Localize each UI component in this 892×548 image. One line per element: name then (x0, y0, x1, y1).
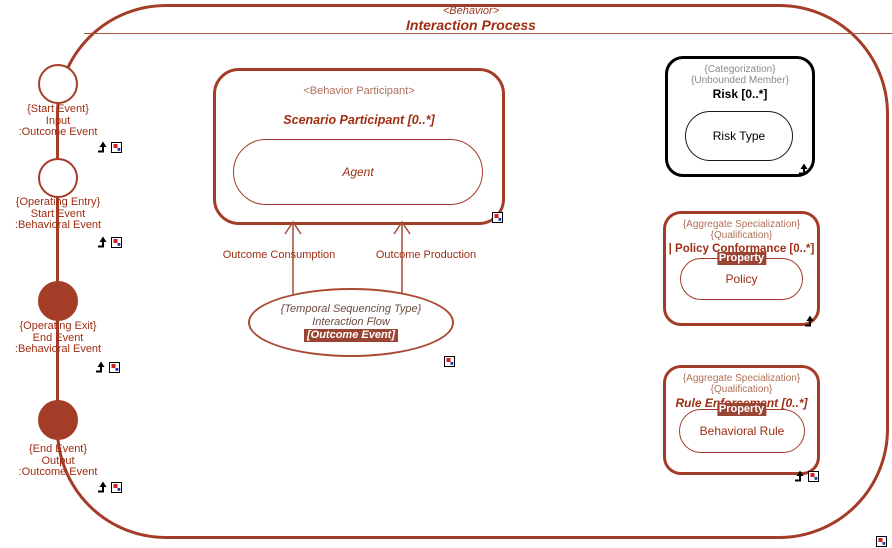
risk-stereotype-2: {Unbounded Member} (691, 75, 789, 86)
event-label-operating-exit: {Operating Exit} End Event :Behavioral E… (14, 320, 102, 355)
event-circle-end-output[interactable] (38, 400, 78, 440)
properties-badge-icon[interactable] (109, 361, 120, 373)
properties-badge-icon[interactable] (876, 536, 887, 547)
redefines-arrow-icon[interactable] (804, 315, 816, 327)
participant-title: Scenario Participant [0..*] (283, 113, 435, 127)
flow-event-tag: [Outcome Event] (303, 329, 398, 342)
policy-label: Policy (725, 272, 758, 286)
flow-connectors[interactable] (280, 221, 420, 299)
risk-type-label: Risk Type (712, 129, 766, 143)
outcome-production-label: Outcome Production (375, 249, 477, 261)
properties-badge-icon[interactable] (492, 212, 503, 223)
interaction-flow-ellipse[interactable]: {Temporal Sequencing Type} Interaction F… (248, 288, 454, 357)
event-4-decorations (97, 481, 122, 493)
page-title: Interaction Process (406, 17, 536, 33)
event-circle-operating-exit[interactable] (38, 281, 78, 321)
risk-type-node[interactable]: Risk Type (685, 111, 793, 161)
properties-badge-icon[interactable] (111, 141, 122, 153)
redefines-arrow-icon[interactable] (95, 361, 107, 373)
redefines-arrow-icon[interactable] (794, 470, 806, 482)
behavioral-rule-label: Behavioral Rule (699, 424, 785, 438)
flow-name: Interaction Flow (312, 316, 390, 328)
behavioral-rule-node[interactable]: Behavioral Rule (679, 409, 805, 453)
event-label-end-output: {End Event} Output :Outcome Event (18, 443, 98, 478)
scenario-participant-box[interactable]: <Behavior Participant> Scenario Particip… (213, 68, 505, 225)
policy-node[interactable]: Policy (680, 258, 803, 300)
redefines-arrow-icon[interactable] (97, 236, 109, 248)
policy-stereotype-2: {Qualification} (710, 230, 773, 241)
rule-property-chip: Property (716, 403, 767, 416)
participant-stereotype: <Behavior Participant> (303, 85, 415, 97)
event-2-decorations (97, 236, 122, 248)
properties-badge-icon[interactable] (444, 356, 455, 367)
rule-stereotype-2: {Qualification} (710, 384, 773, 395)
properties-badge-icon[interactable] (808, 470, 819, 482)
event-1-decorations (97, 141, 122, 153)
event-label-operating-entry: {Operating Entry} Start Event :Behaviora… (14, 196, 102, 231)
event-circle-operating-entry[interactable] (38, 158, 78, 198)
properties-badge-icon[interactable] (111, 236, 122, 248)
redefines-arrow-icon[interactable] (97, 141, 109, 153)
policy-conformance-box[interactable]: {Aggregate Specialization} {Qualificatio… (663, 211, 820, 326)
rule-box-decorations (794, 470, 819, 482)
header-separator (84, 33, 892, 34)
agent-node[interactable]: Agent (233, 139, 483, 205)
outcome-consumption-label: Outcome Consumption (222, 249, 336, 261)
rule-enforcement-box[interactable]: {Aggregate Specialization} {Qualificatio… (663, 365, 820, 475)
flow-stereotype: {Temporal Sequencing Type} (280, 303, 422, 315)
agent-label: Agent (342, 165, 374, 179)
header-stereotype: <Behavior> (442, 5, 500, 17)
risk-box[interactable]: {Categorization} {Unbounded Member} Risk… (665, 56, 815, 177)
properties-badge-icon[interactable] (111, 481, 122, 493)
diagram-header: <Behavior> Interaction Process (56, 4, 886, 32)
interaction-process-boundary[interactable] (56, 4, 889, 539)
redefines-arrow-icon[interactable] (798, 163, 810, 175)
rule-stereotype-1: {Aggregate Specialization} (682, 373, 801, 384)
policy-property-chip: Property (716, 252, 767, 265)
event-circle-start-input[interactable] (38, 64, 78, 104)
event-label-start-input: {Start Event} Input :Outcome Event (18, 103, 98, 138)
policy-stereotype-1: {Aggregate Specialization} (682, 219, 801, 230)
risk-title: Risk [0..*] (712, 87, 768, 101)
redefines-arrow-icon[interactable] (97, 481, 109, 493)
event-3-decorations (95, 361, 120, 373)
risk-stereotype-1: {Categorization} (704, 64, 776, 75)
